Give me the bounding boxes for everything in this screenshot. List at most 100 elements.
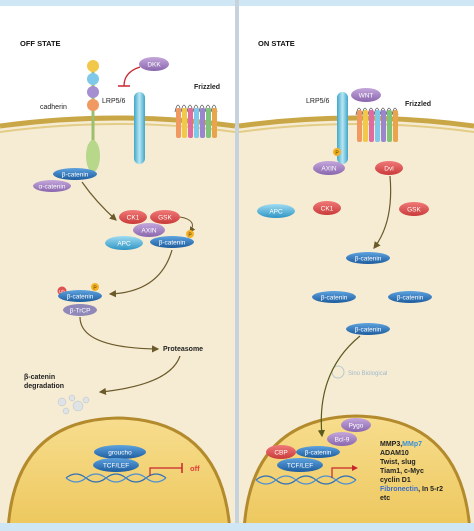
on-ck1 <box>313 201 341 215</box>
on-gsk <box>399 202 429 216</box>
off-lrp-receptor <box>134 92 145 164</box>
off-ub-beta-catenin-label: β-catenin <box>67 294 94 301</box>
target-tiam1-cmyc: Tiam1, c-Myc <box>380 468 424 475</box>
on-nuclear-beta-catenin-label: β-catenin <box>305 450 332 457</box>
bcl9-label: Bcl-9 <box>335 437 350 444</box>
off-state-title: OFF STATE <box>20 39 61 48</box>
off-arrow-to-ub <box>108 249 173 298</box>
off-membrane <box>0 115 236 129</box>
off-axin-label: AXIN <box>141 228 156 235</box>
on-state-title: ON STATE <box>258 39 295 48</box>
cbp-label: CBP <box>274 450 287 457</box>
on-dna-helix <box>255 475 357 485</box>
on-nucleus <box>242 414 472 531</box>
degradation-label-line1: β-catenin <box>24 374 55 381</box>
target-fibronectin: Fibronectin <box>380 486 418 493</box>
dvl <box>375 161 403 175</box>
off-transcription-block <box>149 467 182 476</box>
dkk-protein <box>139 57 169 71</box>
on-transcription-arrow-head <box>352 465 358 471</box>
on-beta-catenin-4 <box>346 323 390 335</box>
on-transcription-arrow-line <box>331 467 354 478</box>
watermark-text: Sino Biological <box>348 371 387 377</box>
off-apc <box>105 236 143 250</box>
off-ub-beta-catenin <box>58 290 102 302</box>
on-arrow-to-nucleus <box>317 335 361 438</box>
off-complex-beta-catenin-label: β-catenin <box>159 240 186 247</box>
on-membrane-inner <box>238 123 474 133</box>
pygo <box>341 418 371 432</box>
on-phospho-dot <box>333 148 341 156</box>
target-twist-slug: Twist, slug <box>380 459 416 466</box>
degradation-label-line2: degradation <box>24 383 64 390</box>
on-lrp-label: LRP5/6 <box>306 98 329 105</box>
on-apc-label: APC <box>269 209 283 216</box>
wnt-label: WNT <box>359 93 374 100</box>
svg-text:Fibronectin, In 5-r2: Fibronectin, In 5-r2 <box>380 486 443 493</box>
btrcp <box>63 304 97 316</box>
on-nuclear-beta-catenin <box>296 446 340 458</box>
on-tcf-lef <box>277 458 323 472</box>
on-beta-catenin-2-label: β-catenin <box>321 295 348 302</box>
degradation-fragments <box>57 394 90 415</box>
on-beta-catenin-4-label: β-catenin <box>355 327 382 334</box>
dkk-inhibition-line <box>123 66 141 87</box>
off-ck1 <box>119 210 147 224</box>
dvl-label: Dvl <box>384 166 394 173</box>
off-phosphorylation-arrow <box>179 216 196 233</box>
off-ub-phospho-label: P <box>93 285 97 291</box>
off-label: off <box>190 464 200 473</box>
pygo-label: Pygo <box>349 423 364 430</box>
on-axin-label: AXIN <box>321 166 336 173</box>
on-axin <box>313 161 345 175</box>
btrcp-label: β-TrCP <box>70 308 91 315</box>
off-ck1-label: CK1 <box>127 215 140 222</box>
on-phospho-label: P <box>335 150 339 156</box>
alpha-catenin-label: α-catenin <box>39 184 66 191</box>
cadherin-label: cadherin <box>40 104 67 111</box>
bottom-strip <box>0 523 474 531</box>
off-beta-catenin-membrane-label: β-catenin <box>62 172 89 179</box>
panel-divider <box>235 0 239 531</box>
off-tcf-lef <box>93 458 139 472</box>
on-lrp-receptor <box>337 92 348 164</box>
target-cyclin-d1: cyclin D1 <box>380 477 411 484</box>
cadherin-receptor <box>86 60 100 175</box>
proteasome-label: Proteasome <box>163 346 203 353</box>
off-beta-catenin-membrane <box>53 168 97 180</box>
off-apc-label: APC <box>117 241 131 248</box>
on-beta-catenin-3 <box>388 291 432 303</box>
on-beta-catenin-2 <box>312 291 356 303</box>
target-adam10: ADAM10 <box>380 450 409 457</box>
on-ck1-label: CK1 <box>321 206 334 213</box>
on-arrow-dvl <box>373 175 392 249</box>
on-apc <box>257 204 295 218</box>
off-lrp-label: LRP5/6 <box>102 98 125 105</box>
ub-label: Ub <box>59 289 65 294</box>
target-mmp7: MMp7 <box>402 441 422 448</box>
on-tcf-lef-label: TCF/LEF <box>287 463 313 470</box>
off-tcf-lef-label: TCF/LEF <box>103 463 129 470</box>
bcl9 <box>327 432 357 446</box>
off-frizzled-label: Frizzled <box>194 84 220 91</box>
on-beta-catenin-1-label: β-catenin <box>355 256 382 263</box>
on-beta-catenin-3-label: β-catenin <box>397 295 424 302</box>
on-beta-catenin-1 <box>346 252 390 264</box>
destruction-complex: CK1 GSK AXIN APC β-catenin P <box>105 210 196 250</box>
off-gsk <box>150 210 180 224</box>
off-complex-beta-catenin <box>150 236 194 248</box>
wnt-ligand <box>351 88 381 102</box>
groucho <box>94 445 146 459</box>
off-phospho-label: P <box>188 232 192 238</box>
dkk-label: DKK <box>147 62 161 69</box>
target-in5r2: , In 5-r2 <box>418 486 443 493</box>
alpha-catenin <box>33 180 71 192</box>
target-mmp3: MMP3, <box>380 441 402 448</box>
on-frizzled-receptor <box>355 107 399 142</box>
off-membrane-inner <box>0 123 236 133</box>
off-phospho-dot <box>186 230 194 238</box>
target-genes: MMP3,MMp7 ADAM10 Twist, slug Tiam1, c-My… <box>380 441 443 502</box>
off-gsk-label: GSK <box>158 215 172 222</box>
on-membrane <box>238 115 474 129</box>
